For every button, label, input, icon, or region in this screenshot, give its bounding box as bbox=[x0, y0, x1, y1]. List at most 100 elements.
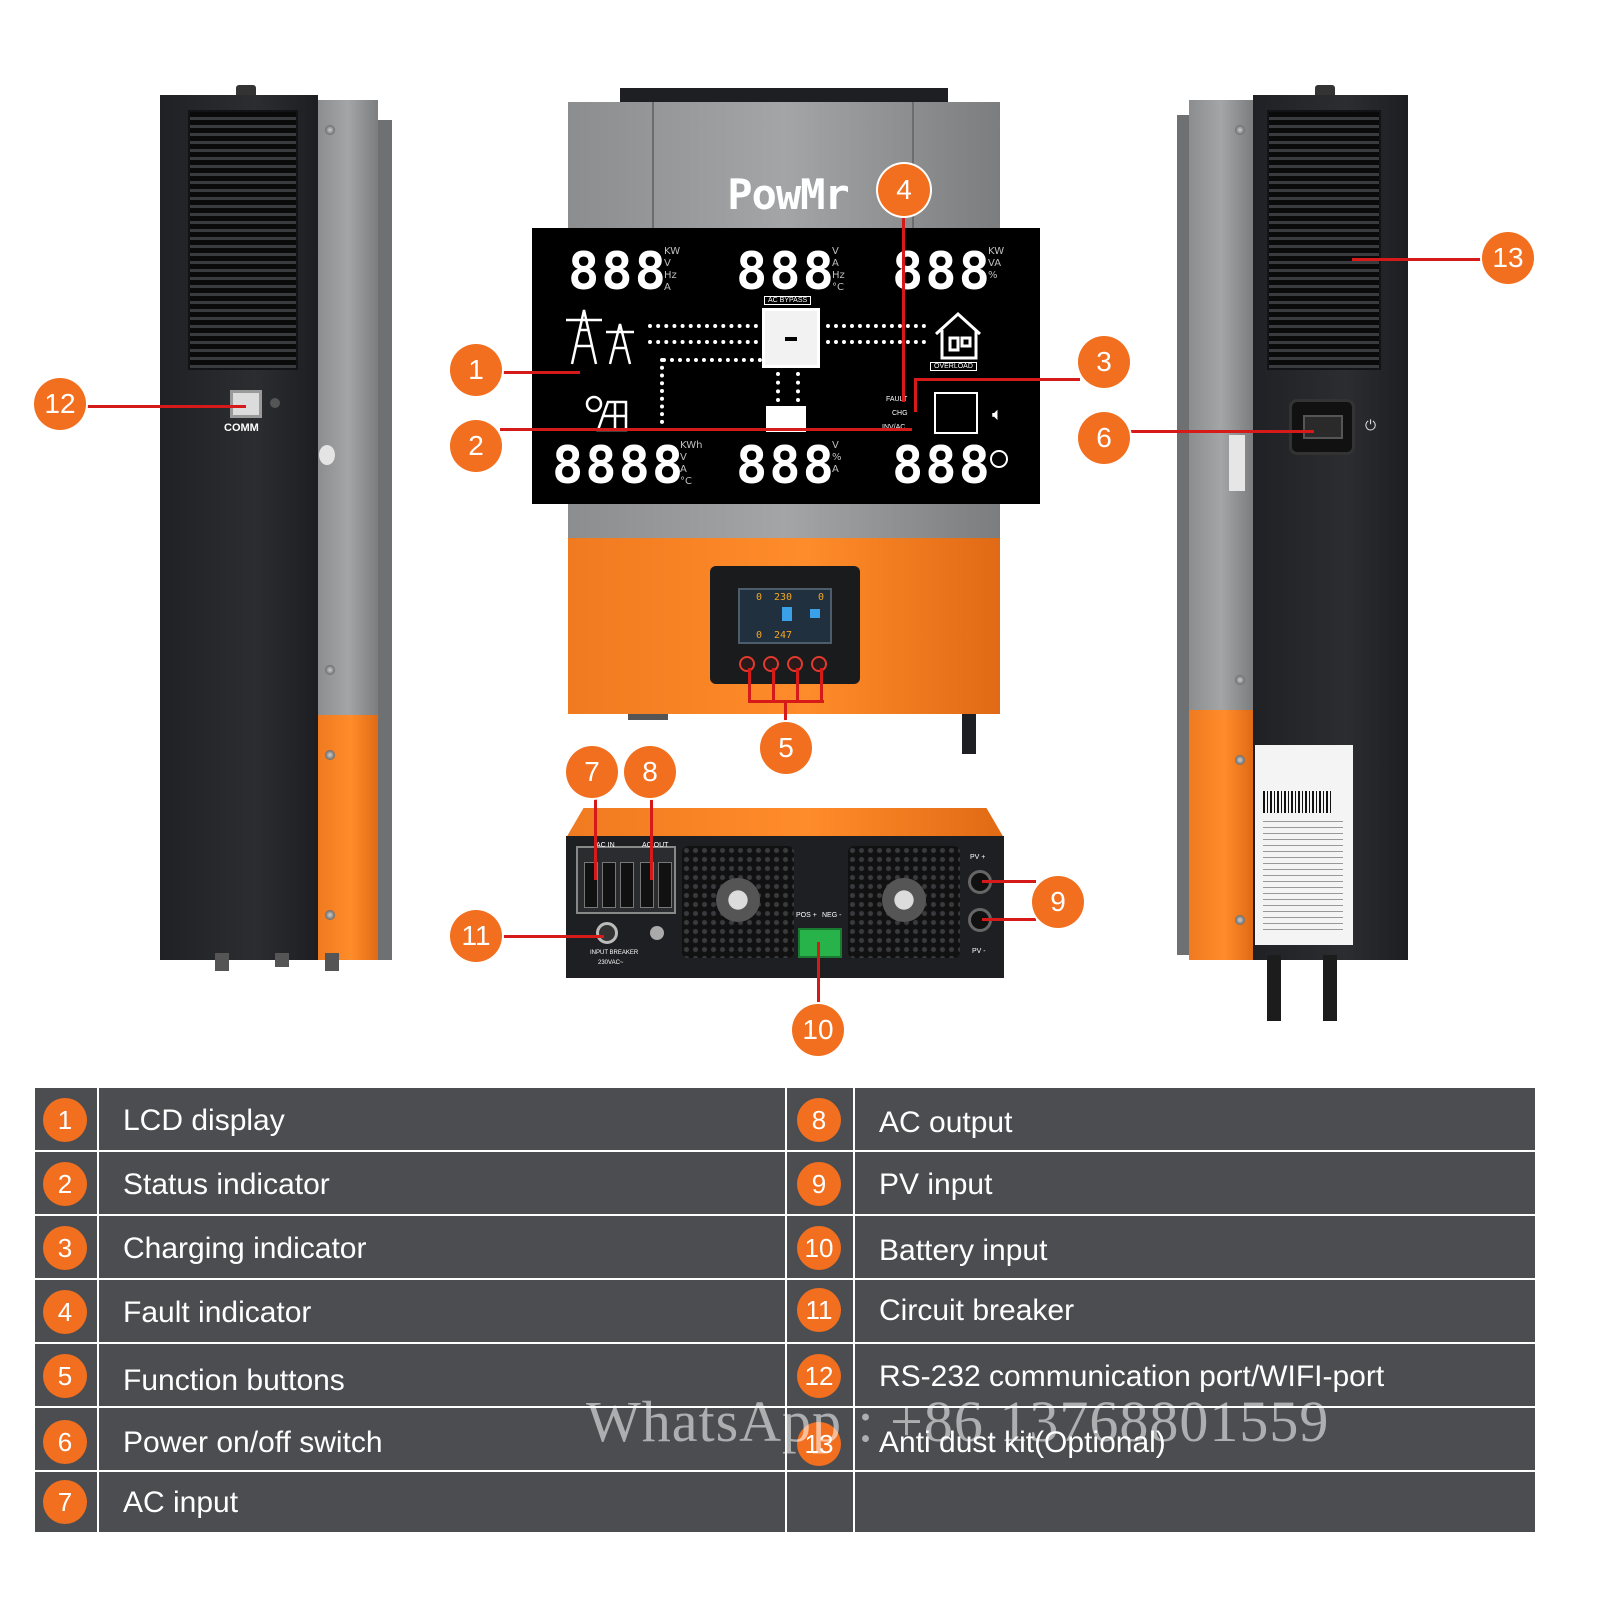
mc4-cable bbox=[1323, 955, 1337, 1021]
front-fold-line bbox=[652, 102, 654, 232]
callout-9: 9 bbox=[1032, 876, 1084, 928]
lcd-bottom-left-units: KWh V A °C bbox=[680, 440, 703, 487]
watermark: WhatsApp : +86 13768801559 bbox=[586, 1389, 1330, 1454]
lcd-bottom-mid-units: V % A bbox=[832, 440, 842, 475]
callout-7: 7 bbox=[566, 746, 618, 798]
legend-number: 12 bbox=[797, 1354, 841, 1398]
mini-lcd-inverter-icon bbox=[782, 607, 792, 621]
side-sticker bbox=[1229, 435, 1245, 491]
legend-label: PV input bbox=[879, 1168, 993, 1201]
input-breaker-rating: 230VAC~ bbox=[598, 960, 624, 966]
legend-row-10: 10 Battery input bbox=[787, 1216, 1535, 1280]
leader-line-5-v bbox=[784, 700, 787, 722]
right-gray-panel bbox=[1189, 100, 1253, 710]
spec-label bbox=[1255, 745, 1353, 945]
leader-line-11 bbox=[500, 935, 604, 938]
legend-number: 8 bbox=[797, 1098, 841, 1142]
leader-line-5-a bbox=[748, 668, 751, 702]
lcd-top-right-units: KW VA % bbox=[988, 246, 1005, 281]
comm-label: COMM bbox=[224, 422, 259, 434]
flow-inverter-to-house-2 bbox=[826, 340, 926, 344]
power-switch[interactable] bbox=[1303, 415, 1343, 439]
legend-separator bbox=[785, 1088, 787, 1532]
legend-label: Power on/off switch bbox=[123, 1426, 383, 1459]
legend-number: 5 bbox=[43, 1354, 87, 1398]
lcd-display: 888 KW V Hz A 888 V A Hz °C 888 KW VA % … bbox=[532, 228, 1040, 504]
leader-line-10 bbox=[817, 942, 820, 1006]
legend-label: LCD display bbox=[123, 1104, 285, 1137]
leader-line-1 bbox=[500, 371, 580, 374]
legend-number: 6 bbox=[43, 1420, 87, 1464]
ac-out-terminal-n[interactable] bbox=[658, 862, 672, 908]
inverter-icon-slot bbox=[785, 337, 797, 341]
legend-label: Anti dust kit(Optional) bbox=[879, 1426, 1166, 1459]
mini-lcd-value: 0 bbox=[756, 592, 763, 603]
comm-port-led bbox=[270, 398, 280, 408]
neg-label: NEG - bbox=[822, 912, 842, 919]
screw bbox=[325, 910, 335, 920]
legend-number: 7 bbox=[43, 1480, 87, 1524]
status-indicator-label: INV/AC bbox=[882, 424, 905, 431]
pos-label: POS + bbox=[796, 912, 817, 919]
pv-connector bbox=[962, 714, 976, 754]
enter-button[interactable] bbox=[811, 656, 827, 672]
screw bbox=[325, 125, 335, 135]
mute-icon: 🔈︎ bbox=[992, 404, 1003, 424]
flow-inverter-to-battery bbox=[776, 372, 780, 402]
left-side-view: COMM bbox=[160, 85, 395, 975]
lcd-bottom-mid-digits: 888 bbox=[736, 436, 836, 496]
legend-row-4: 4 Fault indicator bbox=[35, 1280, 785, 1344]
bottom-view: AC IN AC OUT INPUT BREAKER 230VAC~ POS +… bbox=[566, 808, 1004, 978]
legend-number: 2 bbox=[43, 1162, 87, 1206]
right-vent-grille bbox=[1267, 110, 1381, 370]
lcd-bottom-left-digits: 8888 bbox=[552, 436, 686, 496]
legend-row-1: 1 LCD display bbox=[35, 1088, 785, 1152]
leader-line-5-d bbox=[820, 668, 823, 702]
mini-lcd-value: 0 bbox=[818, 592, 825, 603]
up-button[interactable] bbox=[763, 656, 779, 672]
flow-inverter-to-house bbox=[826, 324, 926, 328]
ac-in-terminal-n[interactable] bbox=[602, 862, 616, 908]
leader-line-9a bbox=[982, 880, 1036, 883]
legend-row-13: 13 Anti dust kit(Optional) bbox=[787, 1408, 1535, 1472]
input-breaker[interactable] bbox=[596, 922, 618, 944]
pv-minus-label: PV - bbox=[972, 948, 986, 955]
legend-label: Function buttons bbox=[123, 1364, 345, 1397]
leader-line-12 bbox=[86, 405, 246, 408]
ac-in-terminal-pe[interactable] bbox=[620, 862, 634, 908]
settings-icon bbox=[934, 392, 978, 434]
mc4-cable bbox=[1267, 955, 1281, 1021]
esc-button[interactable] bbox=[739, 656, 755, 672]
legend-label: Status indicator bbox=[123, 1168, 330, 1201]
callout-8: 8 bbox=[624, 746, 676, 798]
screw bbox=[1235, 675, 1245, 685]
leader-line-9b bbox=[982, 918, 1036, 921]
leader-line-6 bbox=[1128, 430, 1314, 433]
leader-line-7 bbox=[594, 798, 597, 880]
leader-line-3-v bbox=[914, 378, 917, 412]
fan-left-hub bbox=[716, 878, 760, 922]
pv-plus-label: PV + bbox=[970, 854, 986, 861]
spec-text-lines bbox=[1263, 821, 1343, 931]
legend-label: Circuit breaker bbox=[879, 1294, 1075, 1327]
callout-12: 12 bbox=[34, 378, 86, 430]
flow-grid-to-inverter bbox=[648, 324, 758, 328]
bottom-orange-lip bbox=[566, 808, 1004, 838]
callout-10: 10 bbox=[792, 1004, 844, 1056]
small-sticker bbox=[319, 445, 335, 465]
battery-terminal-block[interactable] bbox=[798, 928, 842, 958]
down-button[interactable] bbox=[787, 656, 803, 672]
legend-row-7: 7 AC input bbox=[35, 1472, 785, 1536]
comm-port[interactable] bbox=[230, 390, 262, 418]
inverter-icon bbox=[762, 308, 820, 368]
charging-indicator-label: CHG bbox=[892, 410, 908, 417]
legend-number: 13 bbox=[797, 1422, 841, 1466]
right-edge-strip bbox=[1177, 115, 1191, 955]
lcd-top-mid-digits: 888 bbox=[736, 242, 836, 302]
legend-number: 4 bbox=[43, 1290, 87, 1334]
foot bbox=[215, 953, 229, 971]
ground-screw bbox=[650, 926, 664, 940]
callout-1: 1 bbox=[450, 344, 502, 396]
lcd-top-mid-units: V A Hz °C bbox=[832, 246, 845, 293]
screw bbox=[1235, 125, 1245, 135]
